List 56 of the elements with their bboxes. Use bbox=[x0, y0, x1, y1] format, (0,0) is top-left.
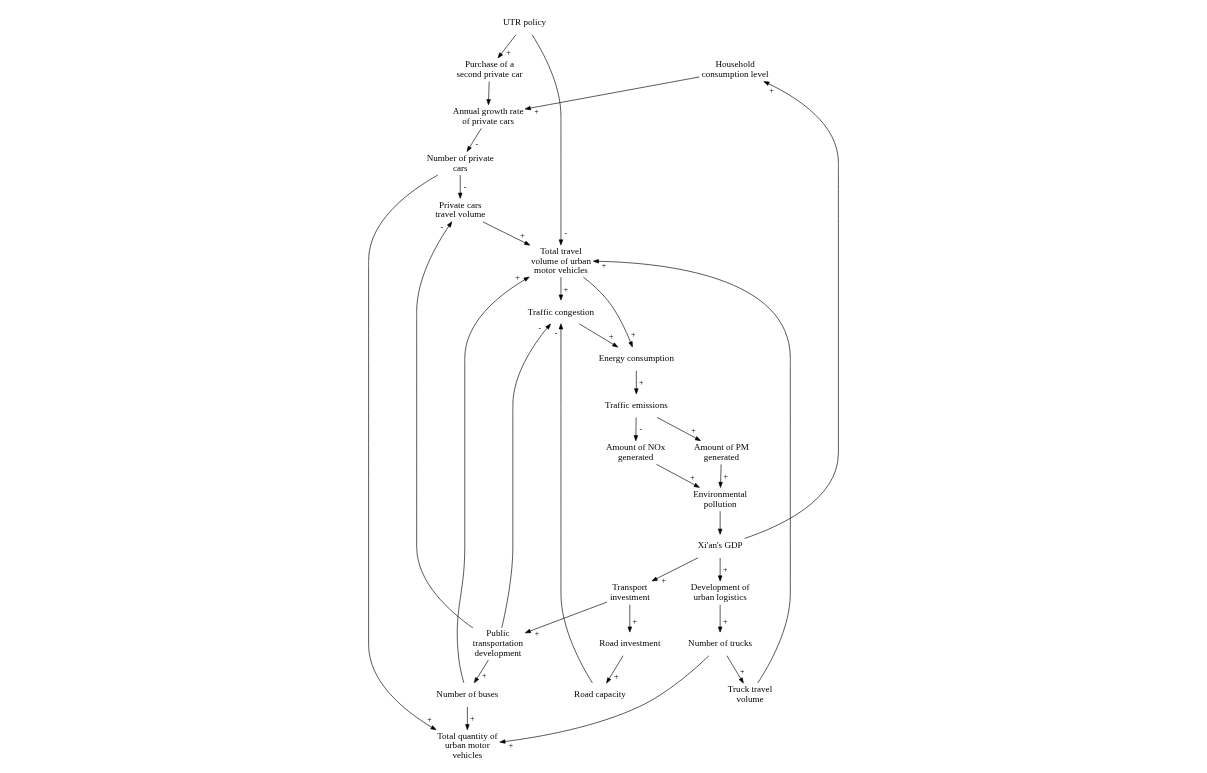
arrow bbox=[583, 276, 633, 348]
node-text: Development of urban logistics bbox=[690, 582, 750, 603]
arrow bbox=[593, 259, 791, 684]
arrow bbox=[718, 510, 723, 535]
arrow bbox=[634, 370, 639, 395]
arrow bbox=[718, 604, 723, 633]
node-text: Total travel volume of urban motor vehicles bbox=[530, 245, 591, 276]
arrow bbox=[558, 323, 593, 684]
node-text: Amount of PM generated bbox=[693, 441, 749, 462]
node-text: Number of trucks bbox=[688, 638, 753, 649]
node-text: Purchase of a second private car bbox=[456, 59, 523, 79]
arrow bbox=[606, 655, 624, 684]
node-text: UTR policy bbox=[502, 17, 547, 28]
arrow bbox=[486, 81, 491, 106]
arrow bbox=[501, 323, 551, 629]
arrow bbox=[726, 655, 744, 684]
arrow bbox=[466, 128, 482, 152]
arrow bbox=[416, 221, 474, 629]
node-text: Road capacity bbox=[574, 689, 626, 700]
arrow bbox=[465, 706, 470, 731]
arrow bbox=[499, 655, 710, 744]
node-text: Number of buses bbox=[436, 689, 499, 700]
arrow bbox=[718, 464, 723, 488]
node-text: Road investment bbox=[599, 638, 661, 649]
arrow bbox=[627, 604, 632, 633]
arrow bbox=[579, 323, 619, 348]
node-text: Total quantity of urban motor vehicles bbox=[437, 730, 498, 760]
node-text: Public transportation development bbox=[472, 628, 524, 658]
arrow bbox=[458, 174, 463, 199]
node-text: Amount of NOx generated bbox=[605, 441, 666, 462]
arrow bbox=[474, 659, 489, 684]
arrow bbox=[531, 34, 564, 246]
arrow bbox=[558, 276, 564, 301]
arrow bbox=[718, 557, 723, 582]
arrow bbox=[456, 276, 530, 684]
arrow bbox=[656, 463, 700, 488]
node-text: Energy consumption bbox=[598, 353, 674, 364]
arrow bbox=[482, 221, 531, 246]
arrow bbox=[525, 601, 608, 634]
node-text: Transport investment bbox=[609, 582, 650, 603]
arrow bbox=[368, 174, 439, 731]
node-text: Xi'an's GDP bbox=[697, 540, 743, 551]
node-text: Environmental pollution bbox=[693, 488, 748, 509]
node-text: Traffic congestion bbox=[527, 306, 595, 317]
arrow bbox=[651, 557, 699, 582]
node-text: Truck travel volume bbox=[727, 684, 773, 705]
arrow bbox=[744, 81, 839, 539]
node-text: Annual growth rate of private cars bbox=[452, 106, 524, 126]
arrow bbox=[633, 417, 639, 441]
arrow bbox=[656, 417, 701, 441]
node-text: Private cars travel volume bbox=[435, 199, 486, 220]
arrow bbox=[524, 76, 700, 111]
arrow bbox=[497, 34, 517, 59]
node-text: Household consumption level bbox=[701, 59, 769, 79]
node-text: Traffic emissions bbox=[604, 400, 668, 411]
node-text: Number of private cars bbox=[426, 152, 494, 173]
